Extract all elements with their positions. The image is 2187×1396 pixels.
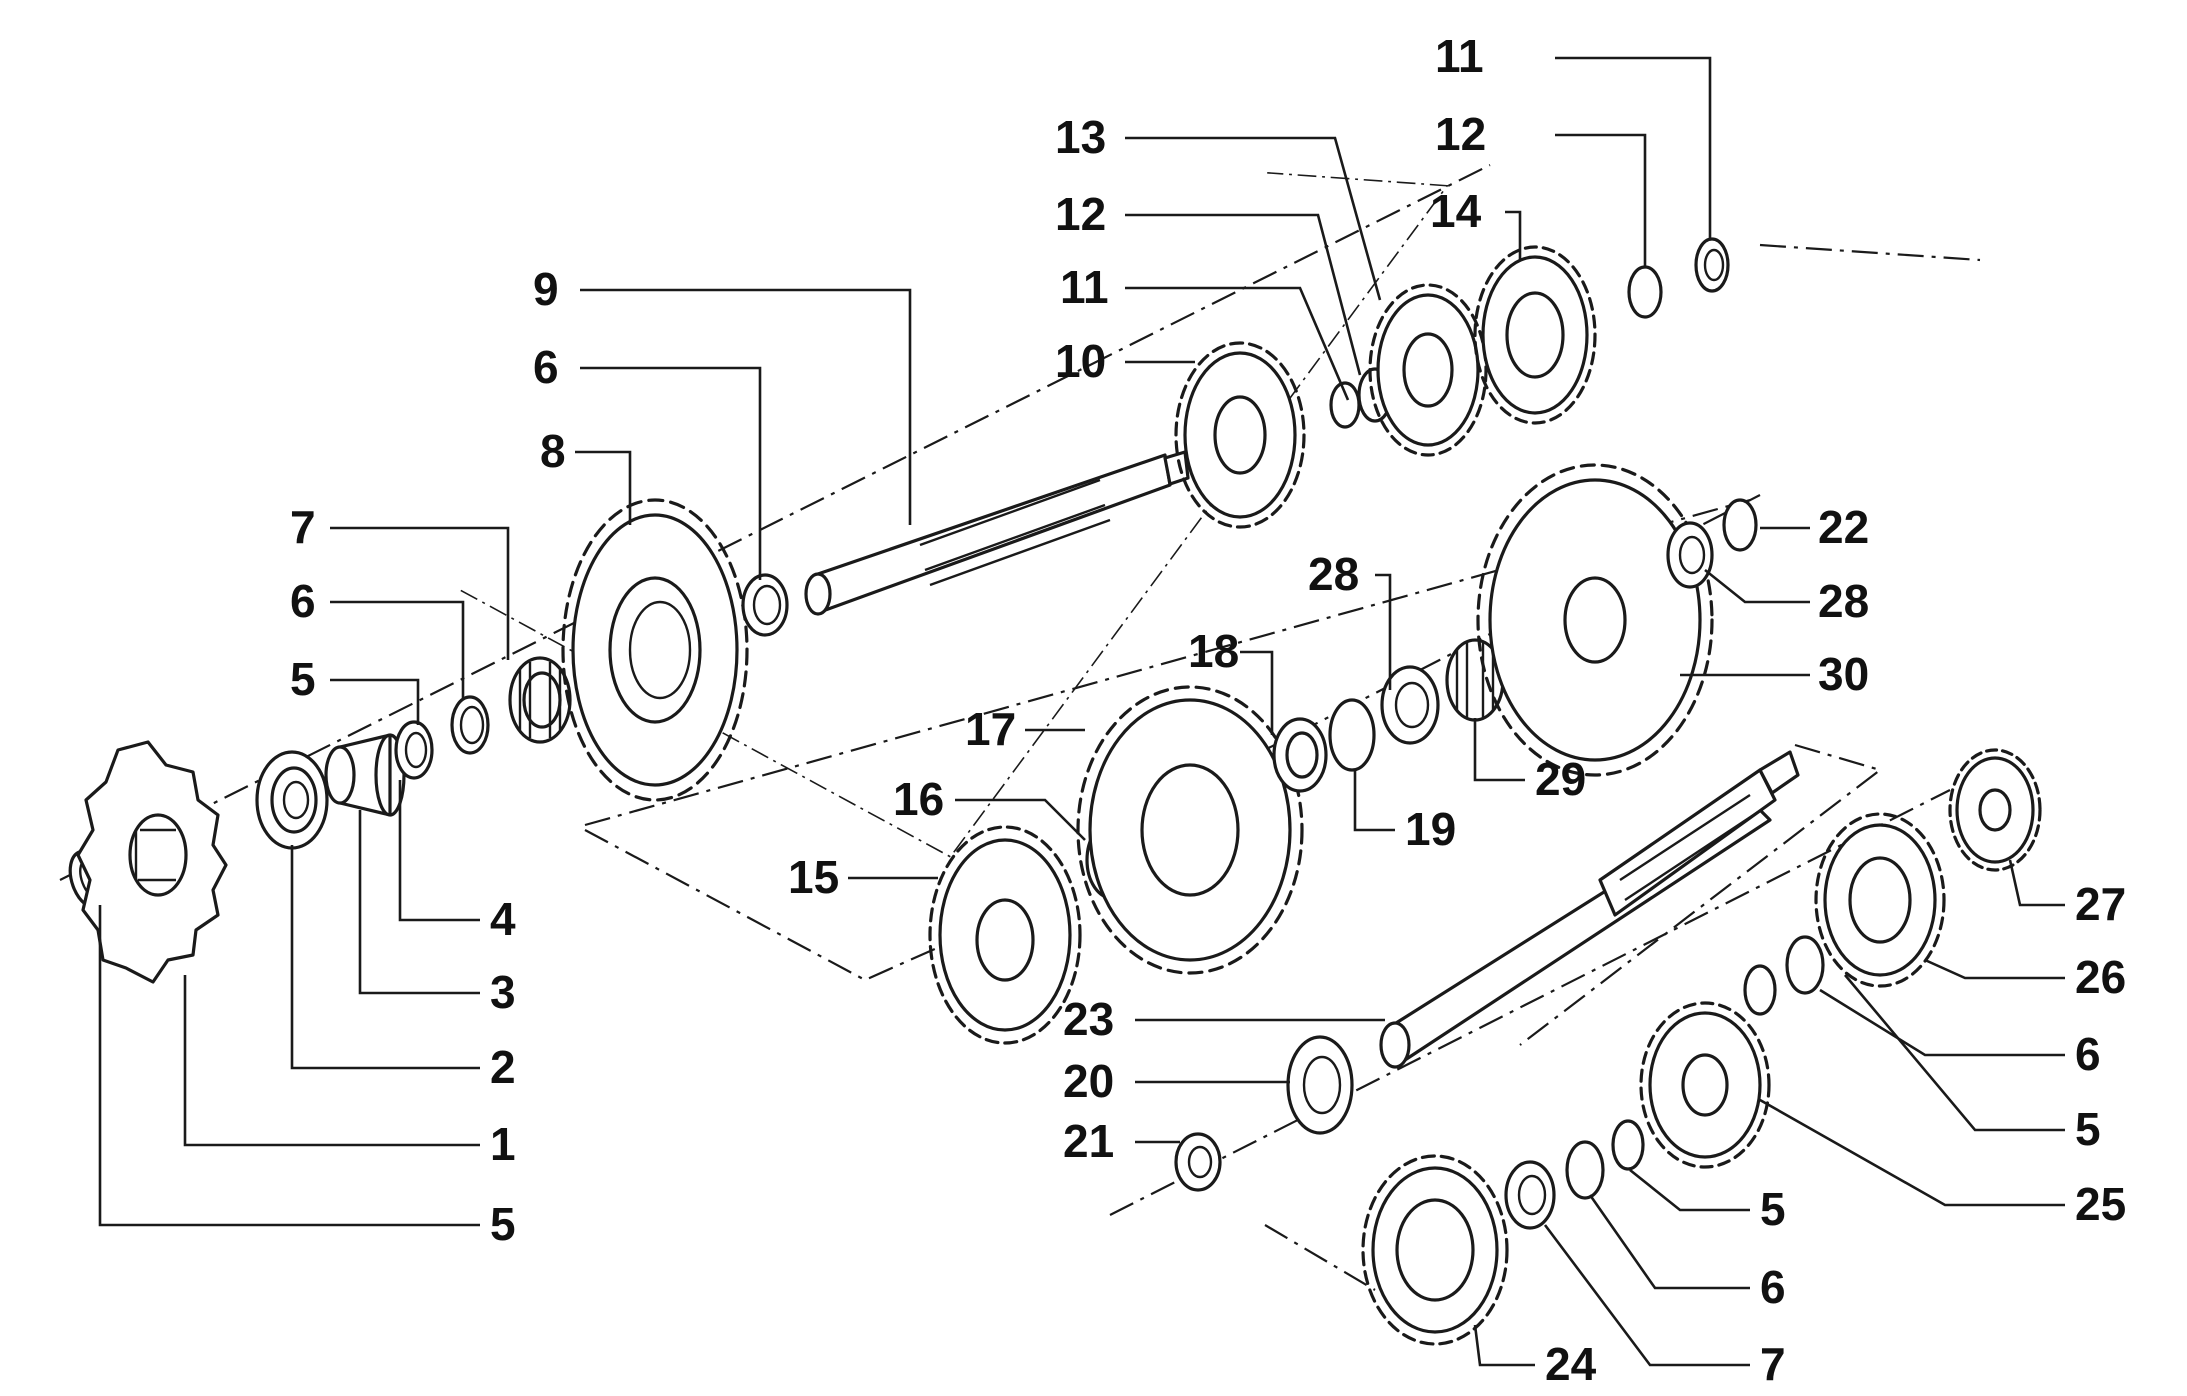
callout-5-right: 5: [2075, 1103, 2101, 1155]
callout-10: 10: [1055, 335, 1106, 387]
callout-5-bottom: 5: [490, 1198, 516, 1250]
callout-23: 23: [1063, 993, 1114, 1045]
callout-18: 18: [1188, 625, 1239, 677]
callout-3: 3: [490, 966, 516, 1018]
callout-7-upper: 7: [290, 501, 316, 553]
callout-26: 26: [2075, 951, 2126, 1003]
callout-14: 14: [1430, 185, 1482, 237]
part-8-gear: [561, 498, 749, 802]
part-24-gear: [1361, 1154, 1509, 1346]
part-11-circlip-far: [1694, 237, 1730, 293]
callout-6-upper: 6: [533, 341, 559, 393]
callout-2: 2: [490, 1041, 516, 1093]
part-2-bearing: [255, 750, 329, 850]
callout-9: 9: [533, 263, 559, 315]
callout-6-right: 6: [2075, 1028, 2101, 1080]
callout-22: 22: [1818, 501, 1869, 553]
part-12-washer-far: [1627, 265, 1663, 319]
part-7-needle-bearing-lower: [1504, 1160, 1556, 1230]
part-28-washer-right: [1666, 521, 1714, 589]
part-22-circlip: [1722, 498, 1758, 552]
part-18-needle-bearing: [1272, 717, 1328, 793]
part-5-circlip-lower: [1611, 1119, 1645, 1171]
part-6-washer-upper-left: [450, 695, 490, 755]
part-4-washer: [394, 720, 434, 780]
part-17-gear: [1076, 685, 1304, 975]
part-23-lower-shaft: [1379, 750, 1800, 1069]
shaft-group-outline-lower: [1264, 743, 1883, 1291]
callout-30: 30: [1818, 648, 1869, 700]
callout-29: 29: [1535, 753, 1586, 805]
callout-7-lower: 7: [1760, 1338, 1786, 1390]
callout-12-mid: 12: [1055, 188, 1106, 240]
part-25-gear: [1639, 1001, 1771, 1169]
callout-24: 24: [1545, 1338, 1597, 1390]
part-20-washer: [1286, 1035, 1354, 1135]
callout-6-left: 6: [290, 575, 316, 627]
callout-28-mid: 28: [1308, 548, 1359, 600]
part-26-gear: [1814, 812, 1946, 988]
part-6-washer-upper: [741, 573, 789, 637]
callout-16: 16: [893, 773, 944, 825]
callout-21: 21: [1063, 1115, 1114, 1167]
part-7-needle-bearing-upper: [508, 656, 572, 744]
callout-28-right: 28: [1818, 575, 1869, 627]
part-11-circlip-upper: [1329, 381, 1361, 429]
callout-20: 20: [1063, 1055, 1114, 1107]
part-27-gear: [1948, 748, 2042, 872]
part-3-bushing: [324, 733, 406, 817]
part-14-gear: [1473, 245, 1597, 425]
callout-5-lower: 5: [1760, 1183, 1786, 1235]
part-13-gear: [1368, 283, 1488, 457]
part-21-nut: [1174, 1132, 1222, 1192]
part-10-gear: [1174, 341, 1306, 529]
callout-6-lower: 6: [1760, 1261, 1786, 1313]
callout-4: 4: [490, 893, 516, 945]
part-1-sprocket: [76, 740, 228, 984]
part-15-gear: [928, 825, 1082, 1045]
callout-19: 19: [1405, 803, 1456, 855]
part-9-main-shaft: [804, 450, 1190, 616]
part-28-washer-middle: [1380, 665, 1440, 745]
leader-lines: [98, 56, 2065, 1367]
callout-1: 1: [490, 1118, 516, 1170]
part-6-washer-lower: [1565, 1140, 1605, 1200]
part-19-washer: [1328, 698, 1376, 772]
callout-13: 13: [1055, 111, 1106, 163]
callout-5-left: 5: [290, 653, 316, 705]
part-6-washer-lower-right: [1785, 935, 1825, 995]
part-5-circlip-lower-right: [1743, 964, 1777, 1016]
callout-11-mid: 11: [1060, 261, 1109, 313]
callout-8: 8: [540, 425, 566, 477]
callout-labels: 11 12 13 12 14 11 9 10 6 8 7 6 5 4 3 2 1…: [290, 30, 2126, 1390]
callout-12-top: 12: [1435, 108, 1486, 160]
callout-11-top: 11: [1435, 30, 1484, 82]
callout-15: 15: [788, 851, 839, 903]
part-30-gear: [1476, 463, 1714, 777]
callout-27: 27: [2075, 878, 2126, 930]
callout-17: 17: [965, 703, 1016, 755]
callout-25: 25: [2075, 1178, 2126, 1230]
